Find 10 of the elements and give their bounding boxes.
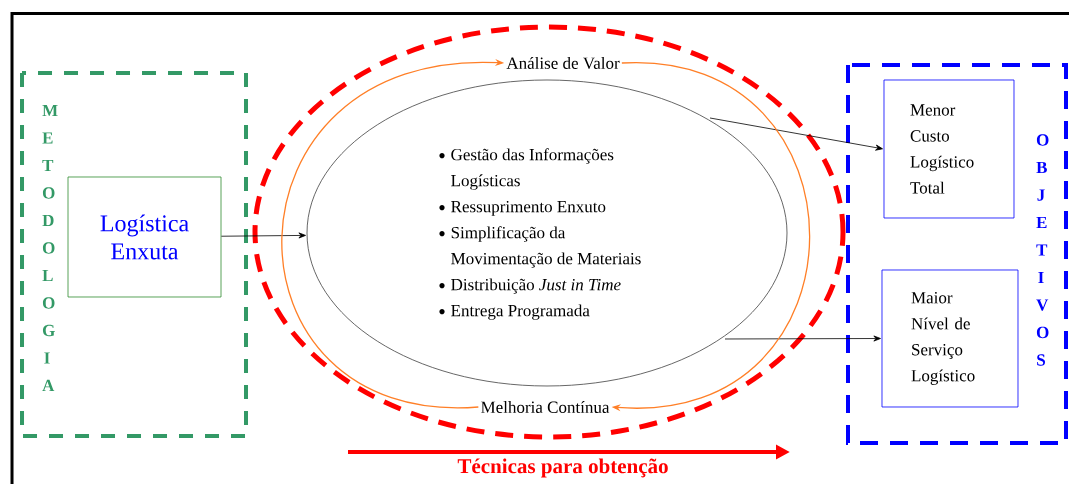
goal-box: Maior Nível de Serviço Logístico xyxy=(881,269,1019,408)
arrow xyxy=(221,232,306,239)
process-box: Logística Enxuta xyxy=(67,176,222,298)
caption-text: Técnicas para obtenção xyxy=(457,458,668,478)
cycle-label: Melhoria Contínua xyxy=(481,401,610,413)
goal-box: Menor Custo Logístico Total xyxy=(883,79,1015,219)
dashed-ellipse xyxy=(252,24,846,440)
cycle-label: Análise de Valor xyxy=(506,56,620,70)
arrow xyxy=(709,117,883,151)
arrow xyxy=(724,335,881,342)
